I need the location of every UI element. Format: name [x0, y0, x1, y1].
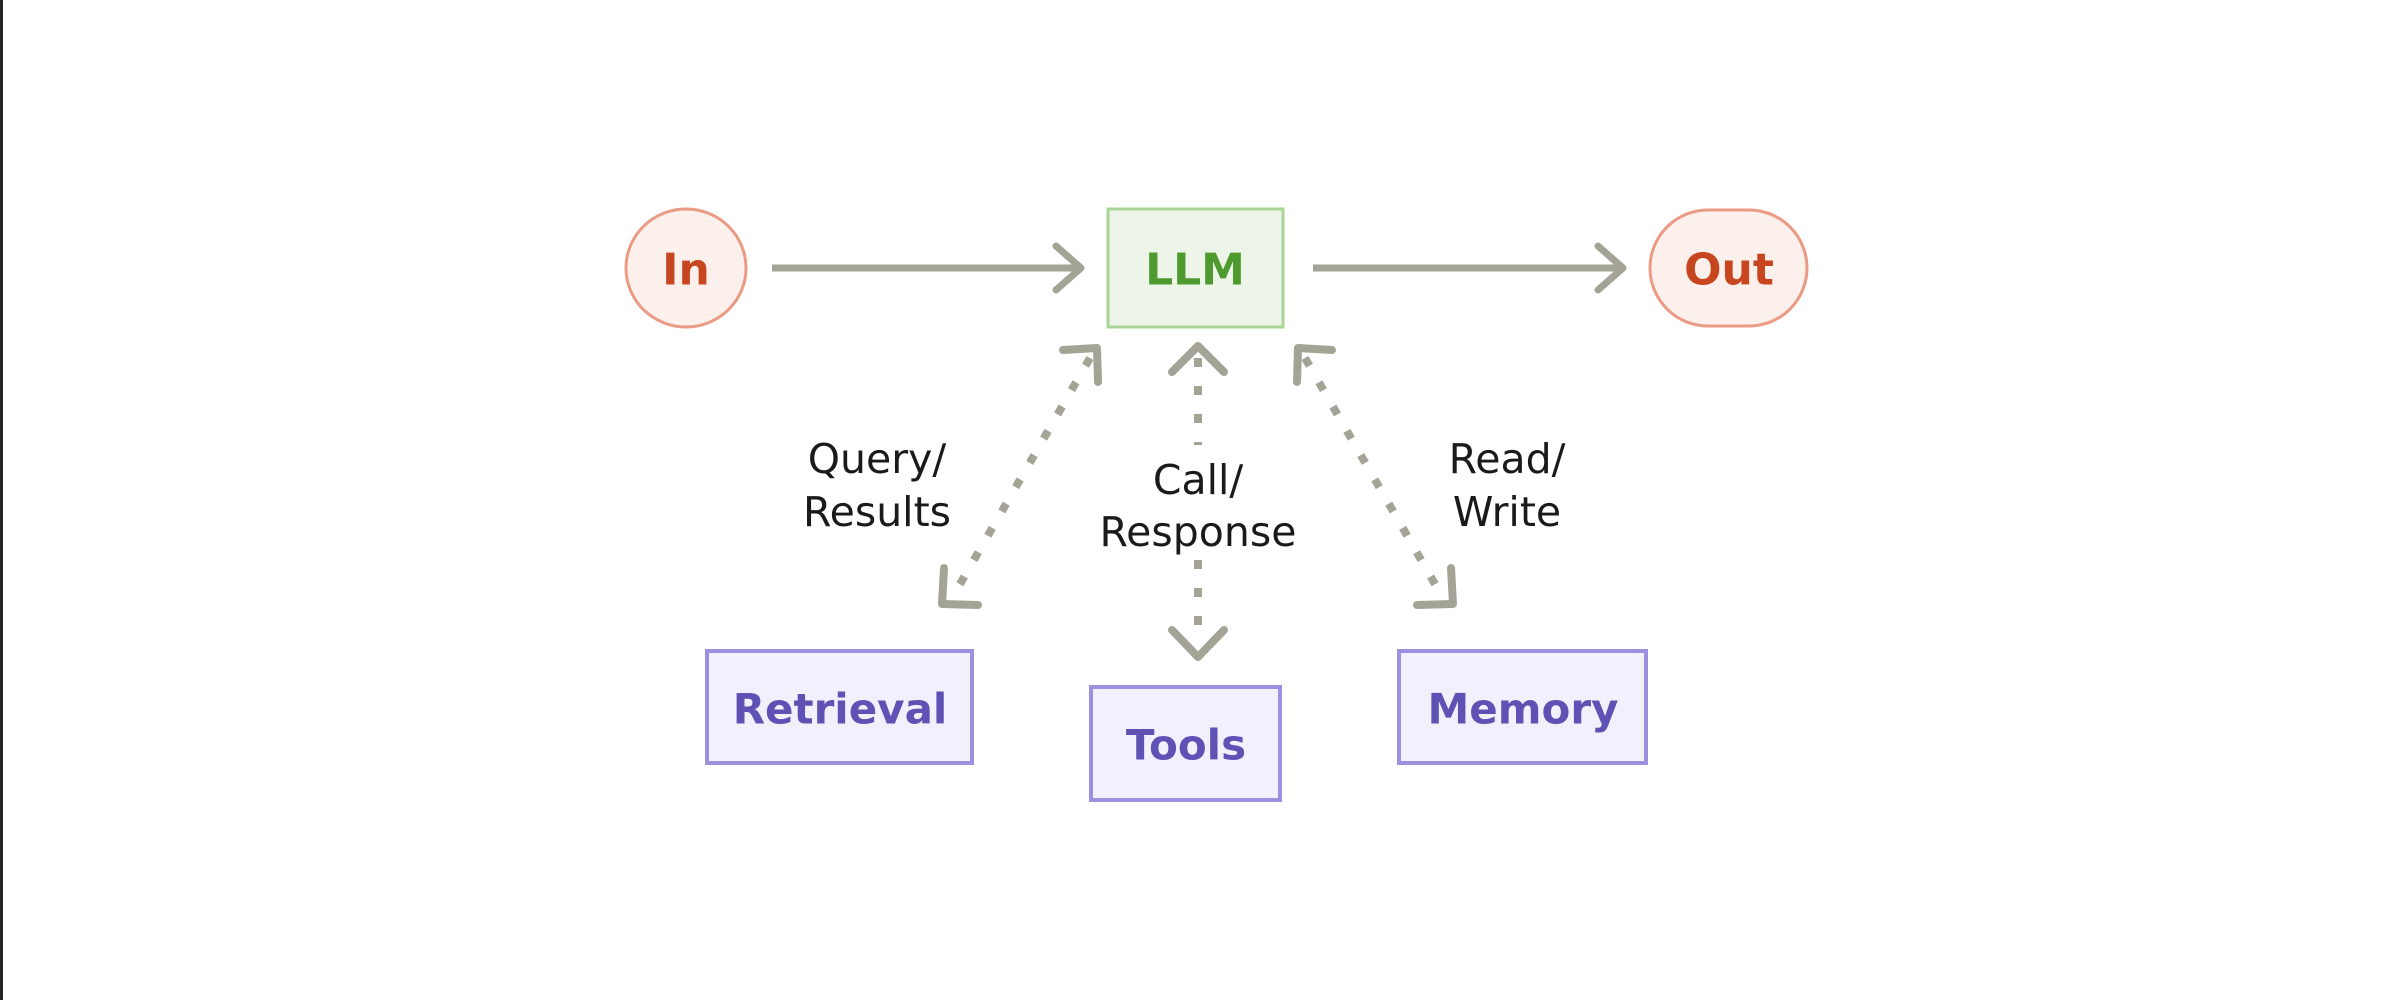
edge-label-call-response-line2: Response [1100, 508, 1297, 556]
edge-llm-memory-arrowhead-down [1413, 564, 1457, 609]
node-retrieval-shape[interactable] [705, 649, 974, 765]
node-in-label: In [662, 245, 710, 296]
node-in[interactable]: In [624, 207, 748, 329]
edge-llm-tools-arrowhead-up [1168, 342, 1228, 376]
node-tools[interactable]: Tools [1089, 685, 1282, 802]
edge-llm-retrieval-arrowhead-up [1059, 344, 1102, 386]
edge-llm-memory-arrowhead-up [1293, 344, 1336, 386]
node-retrieval-label: Retrieval [733, 685, 948, 734]
edge-llm-retrieval-line [948, 356, 1094, 600]
node-tools-shape[interactable] [1089, 685, 1282, 802]
edge-llm-tools-arrowhead-down [1168, 626, 1228, 661]
edge-label-read-write-line2: Write [1453, 488, 1561, 536]
node-retrieval[interactable]: Retrieval [705, 649, 974, 765]
edge-llm-to-out-arrowhead [1594, 242, 1627, 294]
edge-label-query-results-line1: Query/ [808, 435, 947, 483]
node-memory-label: Memory [1428, 685, 1619, 734]
node-tools-label: Tools [1126, 721, 1246, 770]
node-memory[interactable]: Memory [1397, 649, 1648, 765]
edge-label-query-results: Query/ Results [803, 435, 951, 536]
node-out-shape[interactable] [1648, 208, 1809, 328]
node-llm-label: LLM [1145, 245, 1245, 296]
left-edge-rule [0, 0, 3, 1000]
edge-llm-to-out [1313, 242, 1627, 294]
edge-llm-memory-line [1301, 356, 1447, 600]
edge-llm-retrieval-arrowhead-down [938, 564, 982, 609]
edge-label-query-results-line2: Results [803, 488, 951, 536]
edge-llm-tools [1168, 342, 1228, 661]
node-in-shape[interactable] [624, 207, 748, 329]
edge-llm-memory [1293, 344, 1457, 609]
node-memory-shape[interactable] [1397, 649, 1648, 765]
node-llm-shape[interactable] [1106, 207, 1285, 329]
edge-label-read-write: Read/ Write [1449, 435, 1566, 536]
node-llm[interactable]: LLM [1106, 207, 1285, 329]
node-out[interactable]: Out [1648, 208, 1809, 328]
edge-label-call-response-line1: Call/ [1153, 456, 1244, 504]
edge-in-to-llm-arrowhead [1052, 242, 1085, 294]
node-out-label: Out [1684, 245, 1774, 296]
edge-llm-retrieval [938, 344, 1102, 609]
edge-label-call-response: Call/ Response [1100, 456, 1297, 556]
edge-in-to-llm [772, 242, 1085, 294]
edge-label-read-write-line1: Read/ [1449, 435, 1566, 483]
